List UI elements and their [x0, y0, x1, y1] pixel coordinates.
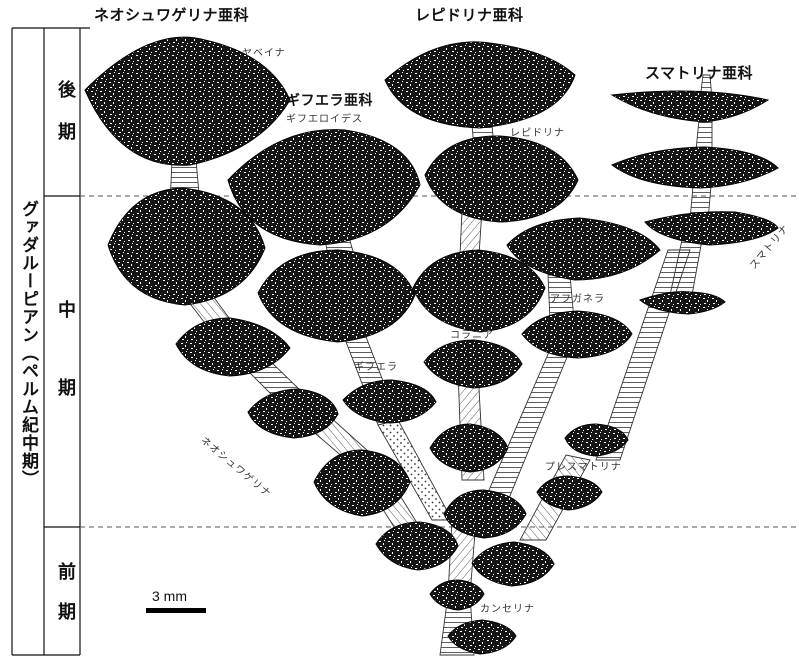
sumatrinid-header: スマトリナ亜科 [645, 62, 753, 83]
sumatrina-top-specimen [612, 91, 768, 122]
colania-label: コラニア [450, 326, 494, 341]
scale-bar-label: 3 mm [152, 588, 187, 604]
cancellina-specimen-2 [430, 580, 484, 610]
verbeekinid-header: ギフエラ亜科 [286, 90, 373, 110]
era-label: グァダルーピアン（ペルム紀中期） [16, 200, 41, 488]
yabeina-label: ヤベイナ [242, 44, 286, 59]
cancellina-specimen-1 [472, 542, 554, 586]
cancellina-label: カンセリナ [480, 600, 535, 615]
gifuella-specimen [343, 380, 436, 423]
afghanella-specimen [522, 311, 632, 358]
colania-specimen-1 [424, 340, 522, 388]
sumatrina-mid-specimen [645, 212, 778, 245]
gifuella-label: ギフエラ [354, 358, 398, 373]
presumatrina-label: プレスマトリナ [545, 458, 622, 473]
lepidolinid-header: レピドリナ亜科 [415, 4, 524, 25]
neoschwagerina-specimen-4 [376, 522, 458, 570]
early-period-label: 前期 [52, 562, 78, 642]
scale-bar [146, 608, 206, 613]
neoschwagerinid-header: ネオシュワゲリナ亜科 [94, 4, 249, 25]
middle-period-label: 中期 [52, 300, 78, 456]
sumatrina-upper-specimen [612, 147, 778, 188]
afghanella-label: アフガネラ [550, 290, 605, 305]
late-period-label: 後期 [52, 80, 78, 164]
lepidolina-top-specimen [385, 42, 575, 128]
fossil-specimens [85, 37, 778, 654]
lepidolina-label: レピドリナ [510, 124, 565, 139]
colania-specimen-2 [430, 424, 508, 472]
lepidolina-specimen [425, 136, 578, 222]
gifuelloides-label: ギフエロイデス [286, 110, 363, 125]
gifuella-large-specimen [258, 250, 415, 342]
